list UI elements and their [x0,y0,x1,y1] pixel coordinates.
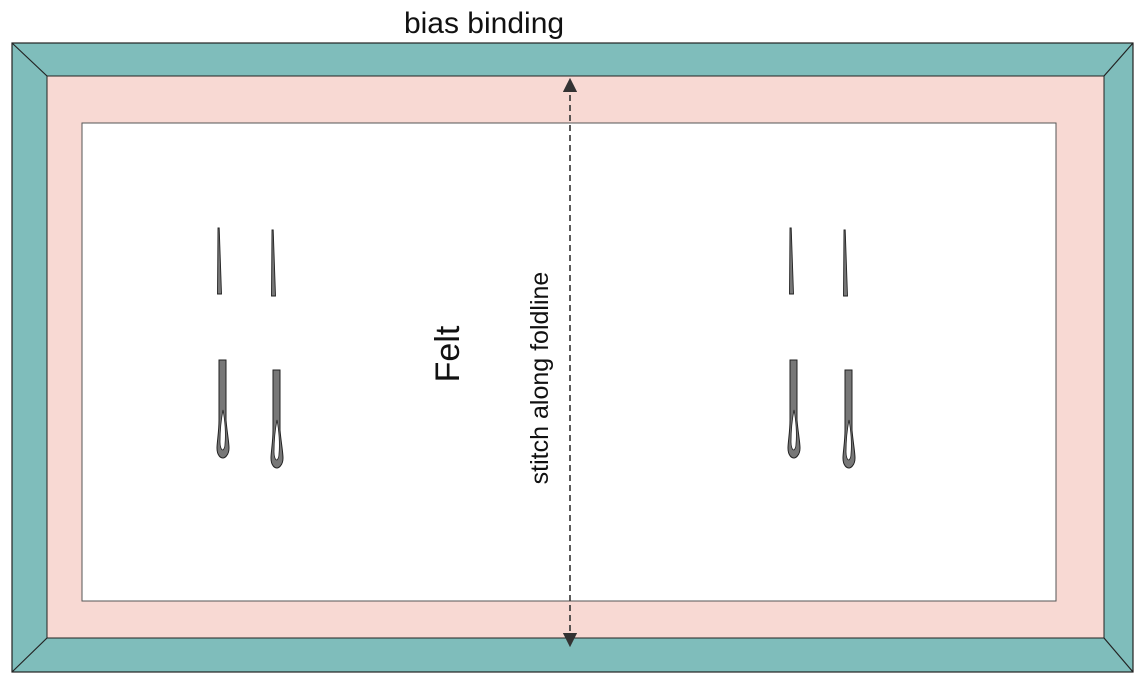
mitre-corner-lines [11,42,1134,673]
felt-panel [81,122,1057,602]
felt-label: Felt [429,325,467,382]
bias-binding-label: bias binding [404,7,564,40]
foldline-label: stitch along foldline [526,272,554,485]
